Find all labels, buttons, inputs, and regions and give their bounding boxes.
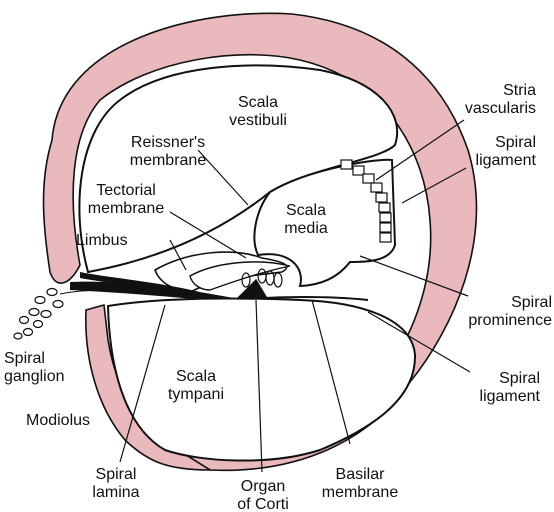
label-scala-media-line1: Scala [276,202,336,220]
label-organ-of-corti-line2: of Corti [226,496,300,512]
label-spiral-ganglion: Spiral ganglion [4,350,65,386]
label-scala-media: Scala media [276,202,336,238]
label-limbus: Limbus [76,232,128,250]
label-organ-of-corti: Organ of Corti [226,478,300,512]
label-spiral-lamina-line1: Spiral [78,466,154,484]
label-spiral-prominence: Spiral prominence [448,294,552,330]
label-basilar-membrane-line1: Basilar [312,466,408,484]
label-spiral-ligament-upper-line2: ligament [456,152,536,170]
label-modiolus: Modiolus [26,412,90,430]
label-scala-media-line2: media [276,220,336,238]
label-basilar-membrane-line2: membrane [312,484,408,502]
label-spiral-ligament-lower-line1: Spiral [460,370,540,388]
label-stria-vascularis: Stria vascularis [448,82,536,118]
label-spiral-ganglion-line2: ganglion [4,368,65,386]
label-spiral-ligament-upper: Spiral ligament [456,134,536,170]
label-scala-vestibuli: Scala vestibuli [226,94,290,130]
label-spiral-prominence-line1: Spiral [448,294,552,312]
label-basilar-membrane: Basilar membrane [312,466,408,502]
label-scala-vestibuli-line1: Scala [226,94,290,112]
label-tectorial-membrane-line2: membrane [76,200,176,218]
label-spiral-ganglion-line1: Spiral [4,350,65,368]
spiral-ganglion-cells [14,289,63,340]
label-reissners-membrane-line1: Reissner's [118,134,218,152]
label-scala-tympani: Scala tympani [158,368,234,404]
label-stria-vascularis-line1: Stria [448,82,536,100]
label-scala-tympani-line2: tympani [158,386,234,404]
label-stria-vascularis-line2: vascularis [448,100,536,118]
label-spiral-lamina-line2: lamina [78,484,154,502]
label-spiral-ligament-upper-line1: Spiral [456,134,536,152]
label-spiral-prominence-line2: prominence [448,312,552,330]
label-scala-vestibuli-line2: vestibuli [226,112,290,130]
label-scala-tympani-line1: Scala [158,368,234,386]
label-reissners-membrane-line2: membrane [118,152,218,170]
label-organ-of-corti-line1: Organ [226,478,300,496]
label-spiral-ligament-lower: Spiral ligament [460,370,540,406]
label-spiral-lamina: Spiral lamina [78,466,154,502]
label-spiral-ligament-lower-line2: ligament [460,388,540,406]
label-tectorial-membrane-line1: Tectorial [76,182,176,200]
label-reissners-membrane: Reissner's membrane [118,134,218,170]
scala-tympani-outline [108,298,415,460]
label-tectorial-membrane: Tectorial membrane [76,182,176,218]
